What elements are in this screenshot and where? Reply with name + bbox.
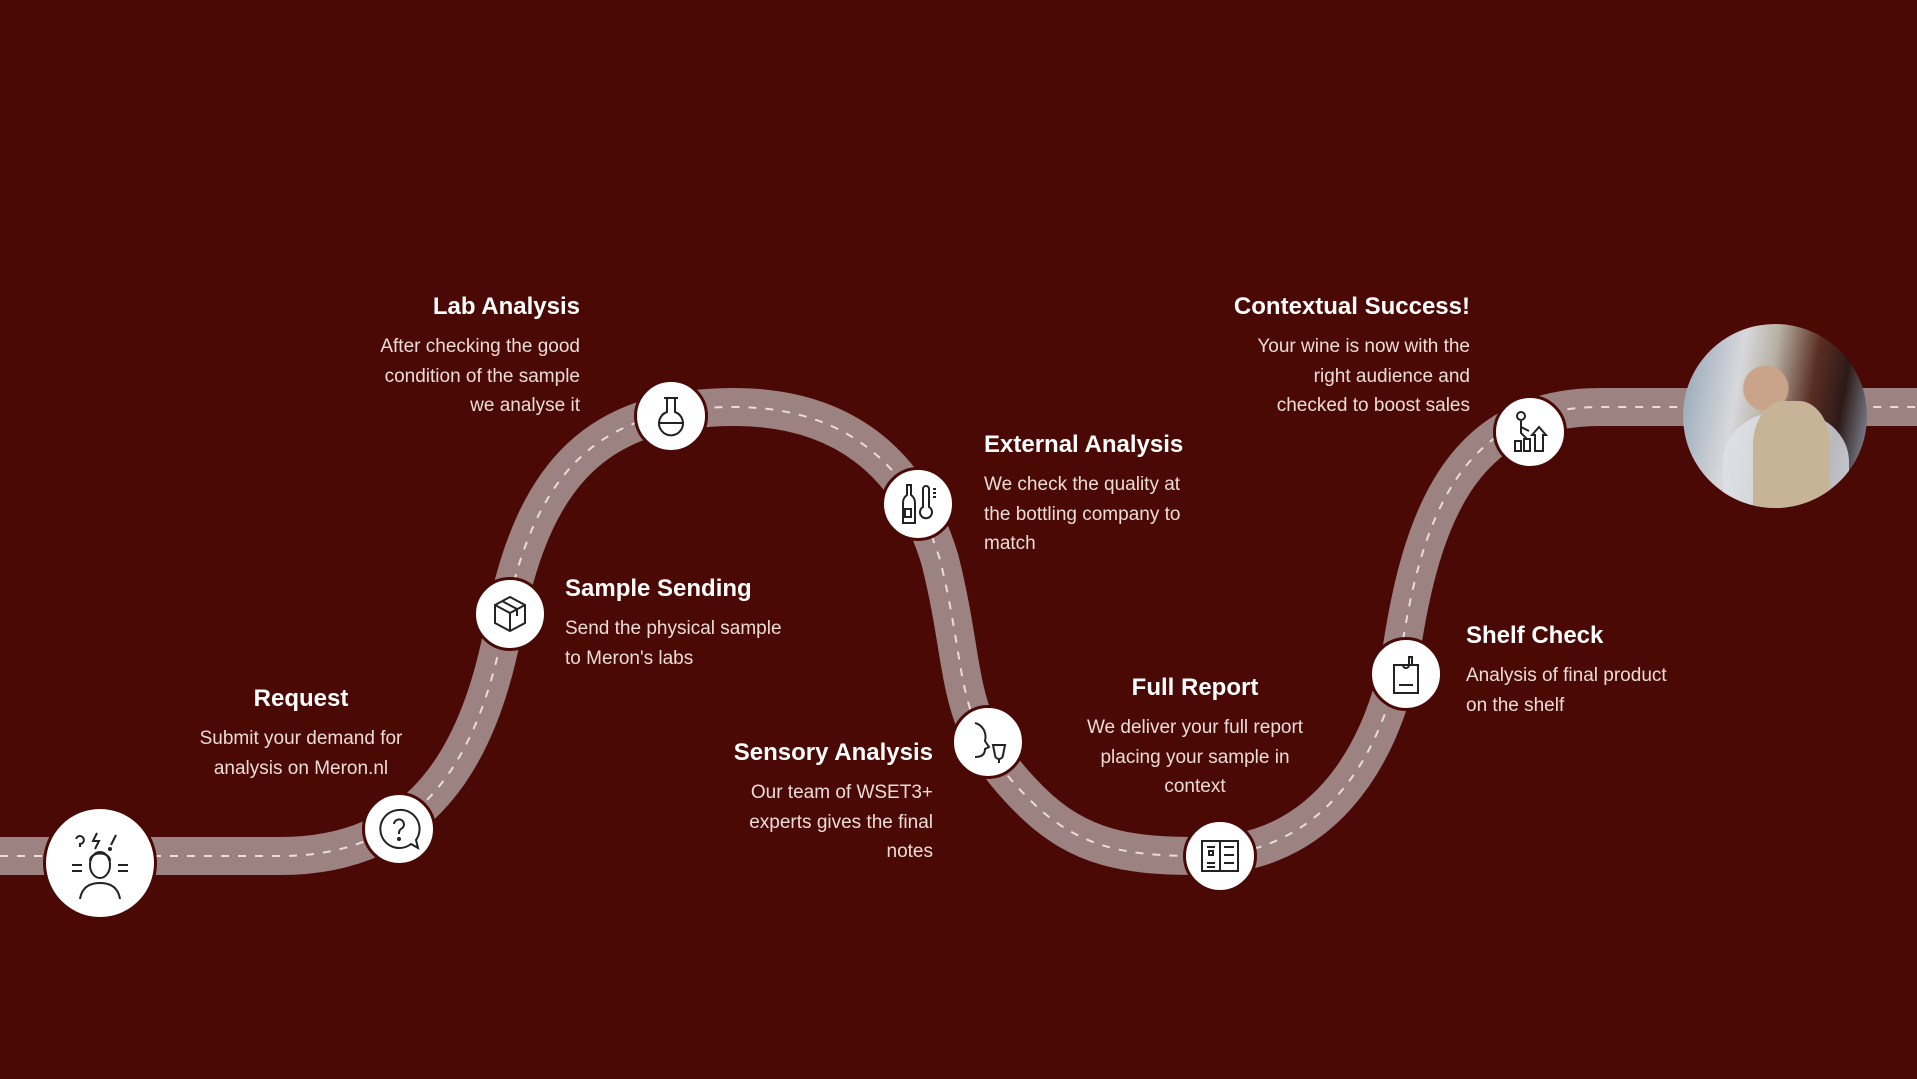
- step-text: analysis on Meron.nl: [213, 757, 389, 779]
- bottle-thermometer-icon: [902, 484, 936, 524]
- step-contextual-success: Contextual Success! Your wine is now wit…: [1150, 292, 1470, 421]
- step-text: match: [984, 533, 1036, 554]
- step-lab-analysis: Lab Analysis After checking the good cond…: [260, 292, 580, 421]
- step-text: context: [1164, 776, 1226, 797]
- step-title: Lab Analysis: [432, 293, 580, 320]
- step-text: We check the quality at: [984, 474, 1181, 495]
- step-title: Request: [253, 685, 349, 712]
- lab-analysis-node: [634, 379, 708, 453]
- shelf-check-node: [1369, 637, 1443, 711]
- road-dashes: [0, 405, 1917, 858]
- step-title: Shelf Check: [1466, 622, 1604, 649]
- contextual-success-node: [1493, 395, 1567, 469]
- step-sample-sending: Sample Sending Send the physical sample t…: [565, 574, 885, 673]
- step-title: Contextual Success!: [1233, 293, 1470, 320]
- step-text: Send the physical sample: [565, 618, 782, 639]
- step-text: Your wine is now with the: [1257, 336, 1470, 357]
- step-text: the bottling company to: [984, 503, 1181, 525]
- step-full-report: Full Report We deliver your full report p…: [1035, 673, 1355, 802]
- question-bubble-icon: [379, 808, 421, 851]
- step-text: Our team of WSET3+: [750, 782, 933, 803]
- package-box-icon: [494, 595, 526, 633]
- step-text: to Meron's labs: [565, 647, 694, 669]
- step-shelf-check: Shelf Check Analysis of final product on …: [1466, 621, 1786, 720]
- step-text: After checking the good: [380, 336, 580, 357]
- step-text: notes: [886, 841, 933, 862]
- step-text: We deliver your full report: [1086, 717, 1304, 738]
- step-title: Full Report: [1131, 674, 1259, 701]
- face-wine-glass-icon: [974, 722, 1007, 763]
- step-external-analysis: External Analysis We check the quality a…: [984, 430, 1304, 559]
- request-node: [362, 792, 436, 866]
- external-analysis-node: [881, 467, 955, 541]
- shopping-bag-icon: [1393, 656, 1419, 694]
- step-sensory-analysis: Sensory Analysis Our team of WSET3+ exper…: [613, 738, 933, 867]
- step-text: placing your sample in: [1100, 746, 1290, 768]
- step-text: checked to boost sales: [1276, 395, 1470, 416]
- step-text: right audience and: [1313, 365, 1470, 387]
- step-request: Request Submit your demand for analysis o…: [141, 684, 461, 783]
- full-report-node: [1183, 819, 1257, 893]
- step-text: condition of the sample: [384, 365, 580, 387]
- step-text: on the shelf: [1466, 694, 1565, 716]
- step-text: Analysis of final product: [1466, 665, 1667, 686]
- growth-person-icon: [1514, 411, 1549, 452]
- step-title: Sensory Analysis: [733, 739, 933, 766]
- step-text: Submit your demand for: [199, 728, 403, 749]
- frustrated-person-icon: [72, 832, 128, 900]
- sample-sending-node: [473, 577, 547, 651]
- step-title: Sample Sending: [565, 575, 752, 602]
- flask-icon: [658, 397, 684, 437]
- sensory-analysis-node: [951, 705, 1025, 779]
- step-text: experts gives the final: [749, 811, 933, 833]
- request-start-node: [43, 806, 157, 920]
- step-title: External Analysis: [984, 431, 1184, 458]
- step-text: we analyse it: [470, 395, 580, 416]
- customer-shopping-photo: [1683, 324, 1867, 508]
- open-report-icon: [1201, 840, 1239, 872]
